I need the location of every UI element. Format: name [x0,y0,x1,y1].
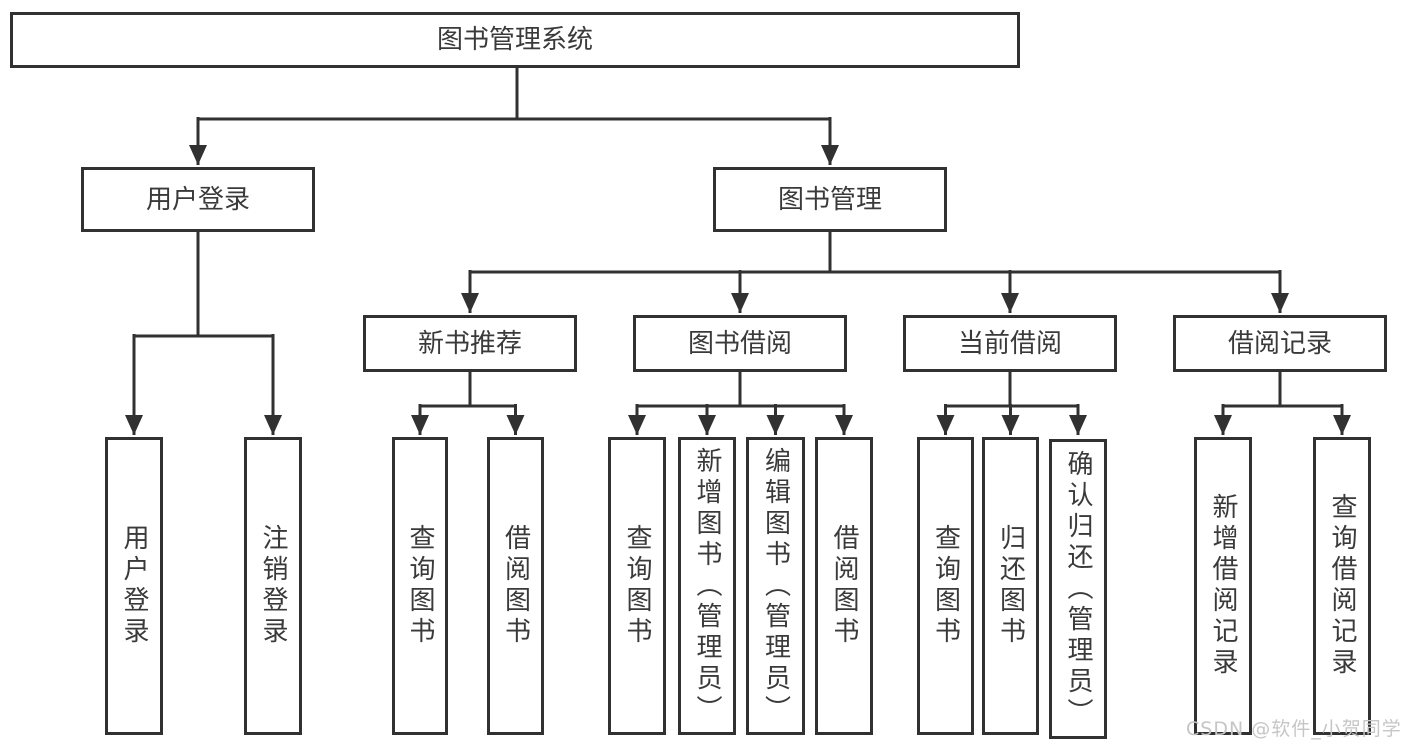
leaf-new-books-query: 查询图书 [392,437,448,735]
leaf-book-borrow-borrow: 借阅图书 [815,437,873,735]
connector-root-to-level2 [189,68,839,165]
leaf-current-borrow-confirm: 确认归还（管理员） [1049,439,1107,739]
leaf-current-borrow-query: 查询图书 [917,437,974,735]
node-new-books: 新书推荐 [363,315,577,372]
node-user-login: 用户登录 [81,167,315,232]
leaf-new-books-borrow: 借阅图书 [487,437,544,735]
node-borrow-records: 借阅记录 [1173,315,1387,372]
node-book-mgmt: 图书管理 [713,167,947,232]
leaf-book-borrow-add: 新增图书（管理员） [678,437,736,735]
leaf-user-login: 用户登录 [105,437,163,735]
connector-borrow-records-children [1214,372,1351,435]
node-book-borrow: 图书借阅 [633,315,847,372]
leaf-book-borrow-query: 查询图书 [608,437,666,735]
connector-book-borrow-children [628,372,853,435]
csdn-watermark: CSDN @软件_小贺同学 [1186,718,1402,740]
connector-user-login-children [125,232,282,435]
leaf-borrow-records-add: 新增借阅记录 [1194,437,1252,735]
connector-book-mgmt-children [461,232,1289,313]
leaf-book-borrow-edit: 编辑图书（管理员） [746,437,805,735]
node-root: 图书管理系统 [10,12,1020,68]
node-current-borrow: 当前借阅 [903,315,1117,372]
leaf-current-borrow-return: 归还图书 [982,437,1039,735]
connector-new-books-children [411,372,525,435]
leaf-logout: 注销登录 [244,437,302,735]
leaf-borrow-records-query: 查询借阅记录 [1313,437,1371,735]
connector-current-borrow-children [936,372,1087,435]
